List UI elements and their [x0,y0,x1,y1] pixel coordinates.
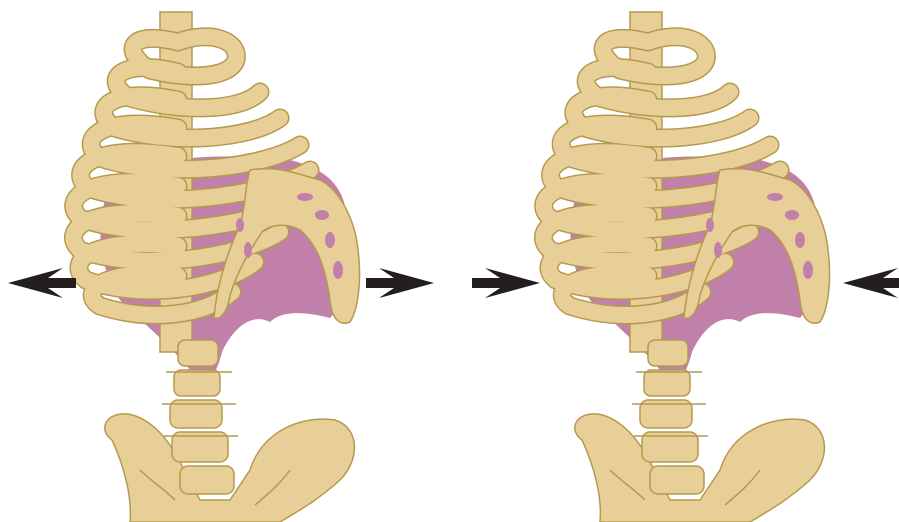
arrow-left-outward [8,268,76,298]
arrow-left-inward [472,268,540,298]
panel-left-expanded [8,12,434,522]
arrow-right-inward [843,268,899,298]
panel-right-contracted [472,12,899,522]
arrow-right-outward [366,268,434,298]
